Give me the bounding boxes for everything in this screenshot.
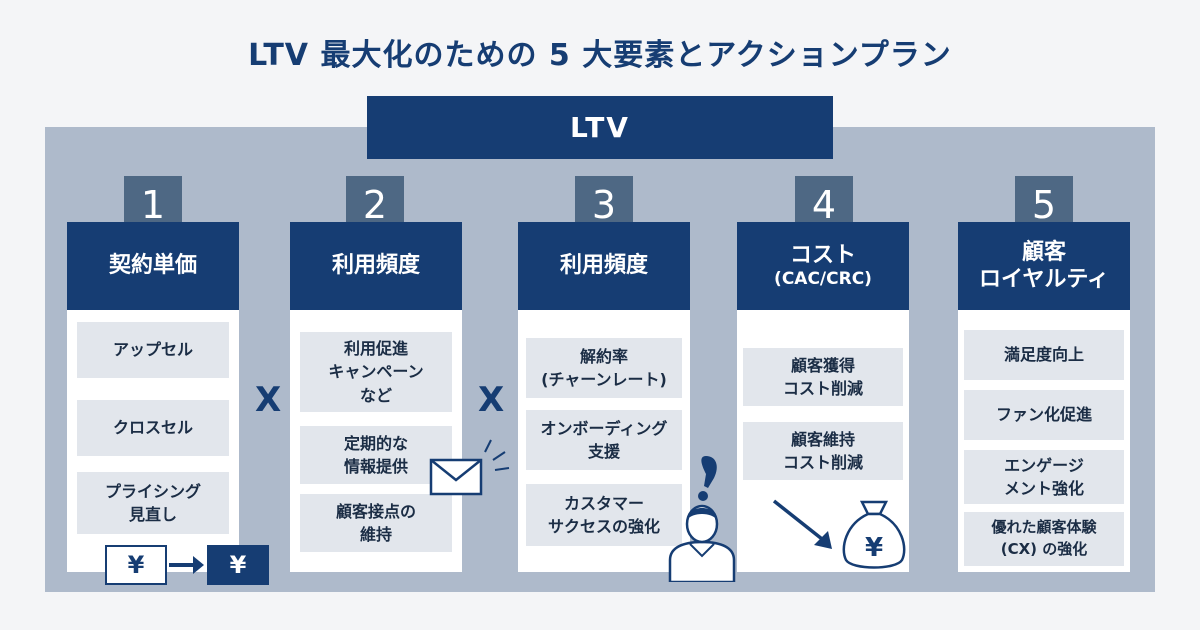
- heading-text: 利用頻度: [331, 253, 420, 279]
- action-item: 顧客獲得 コスト削減: [743, 348, 903, 406]
- envelope-icon: [429, 439, 510, 496]
- action-item: 利用促進 キャンペーン など: [300, 332, 452, 412]
- column-heading: 利用頻度: [290, 222, 462, 310]
- heading-text: 契約単価: [108, 253, 197, 279]
- heading-text: 利用頻度: [559, 253, 648, 279]
- column-heading: コスト (CAC/CRC): [737, 222, 909, 310]
- action-item: ファン化促進: [964, 390, 1124, 440]
- column-cost: コスト (CAC/CRC) 顧客獲得 コスト削減 顧客維持 コスト削減: [737, 222, 909, 572]
- action-item: プライシング 見直し: [77, 472, 229, 534]
- right-arrow-icon: [169, 556, 204, 574]
- action-item: オンボーディング 支援: [526, 410, 682, 470]
- column-loyalty: 顧客 ロイヤルティ 満足度向上 ファン化促進 エンゲージ メント強化 優れた顧客…: [958, 222, 1130, 572]
- action-item: 優れた顧客体験 (CX) の強化: [964, 512, 1124, 566]
- column-churn: 利用頻度 解約率 (チャーンレート) オンボーディング 支援 カスタマー サクセ…: [518, 222, 690, 572]
- column-usage-frequency: 利用頻度 利用促進 キャンペーン など 定期的な 情報提供 顧客接点の 維持: [290, 222, 462, 572]
- action-item: 顧客接点の 維持: [300, 494, 452, 552]
- column-heading: 利用頻度: [518, 222, 690, 310]
- ltv-header: LTV: [367, 96, 833, 159]
- column-contract-price: 契約単価 アップセル クロスセル プライシング 見直し: [67, 222, 239, 572]
- action-item: クロスセル: [77, 400, 229, 456]
- action-item: 満足度向上: [964, 330, 1124, 380]
- action-item: 解約率 (チャーンレート): [526, 338, 682, 398]
- down-arrow-icon: [772, 499, 832, 549]
- heading-text: コスト: [789, 242, 856, 268]
- heading-text: 顧客 ロイヤルティ: [978, 239, 1110, 293]
- action-item: カスタマー サクセスの強化: [526, 484, 682, 546]
- money-bag-yen: ¥: [865, 533, 883, 563]
- heading-subtext: (CAC/CRC): [774, 269, 872, 290]
- yen-large-box: ¥: [207, 545, 269, 585]
- person-exclamation-icon: [668, 456, 736, 582]
- action-item: エンゲージ メント強化: [964, 450, 1124, 504]
- multiply-sign: X: [478, 380, 505, 420]
- column-heading: 契約単価: [67, 222, 239, 310]
- action-item: 顧客維持 コスト削減: [743, 422, 903, 480]
- multiply-sign: X: [255, 380, 282, 420]
- action-item: 定期的な 情報提供: [300, 426, 452, 484]
- page-title: LTV 最大化のための 5 大要素とアクションプラン: [248, 38, 952, 73]
- action-item: アップセル: [77, 322, 229, 378]
- column-heading: 顧客 ロイヤルティ: [958, 222, 1130, 310]
- yen-small-box: ¥: [105, 545, 167, 585]
- money-bag-icon: ¥: [842, 500, 906, 569]
